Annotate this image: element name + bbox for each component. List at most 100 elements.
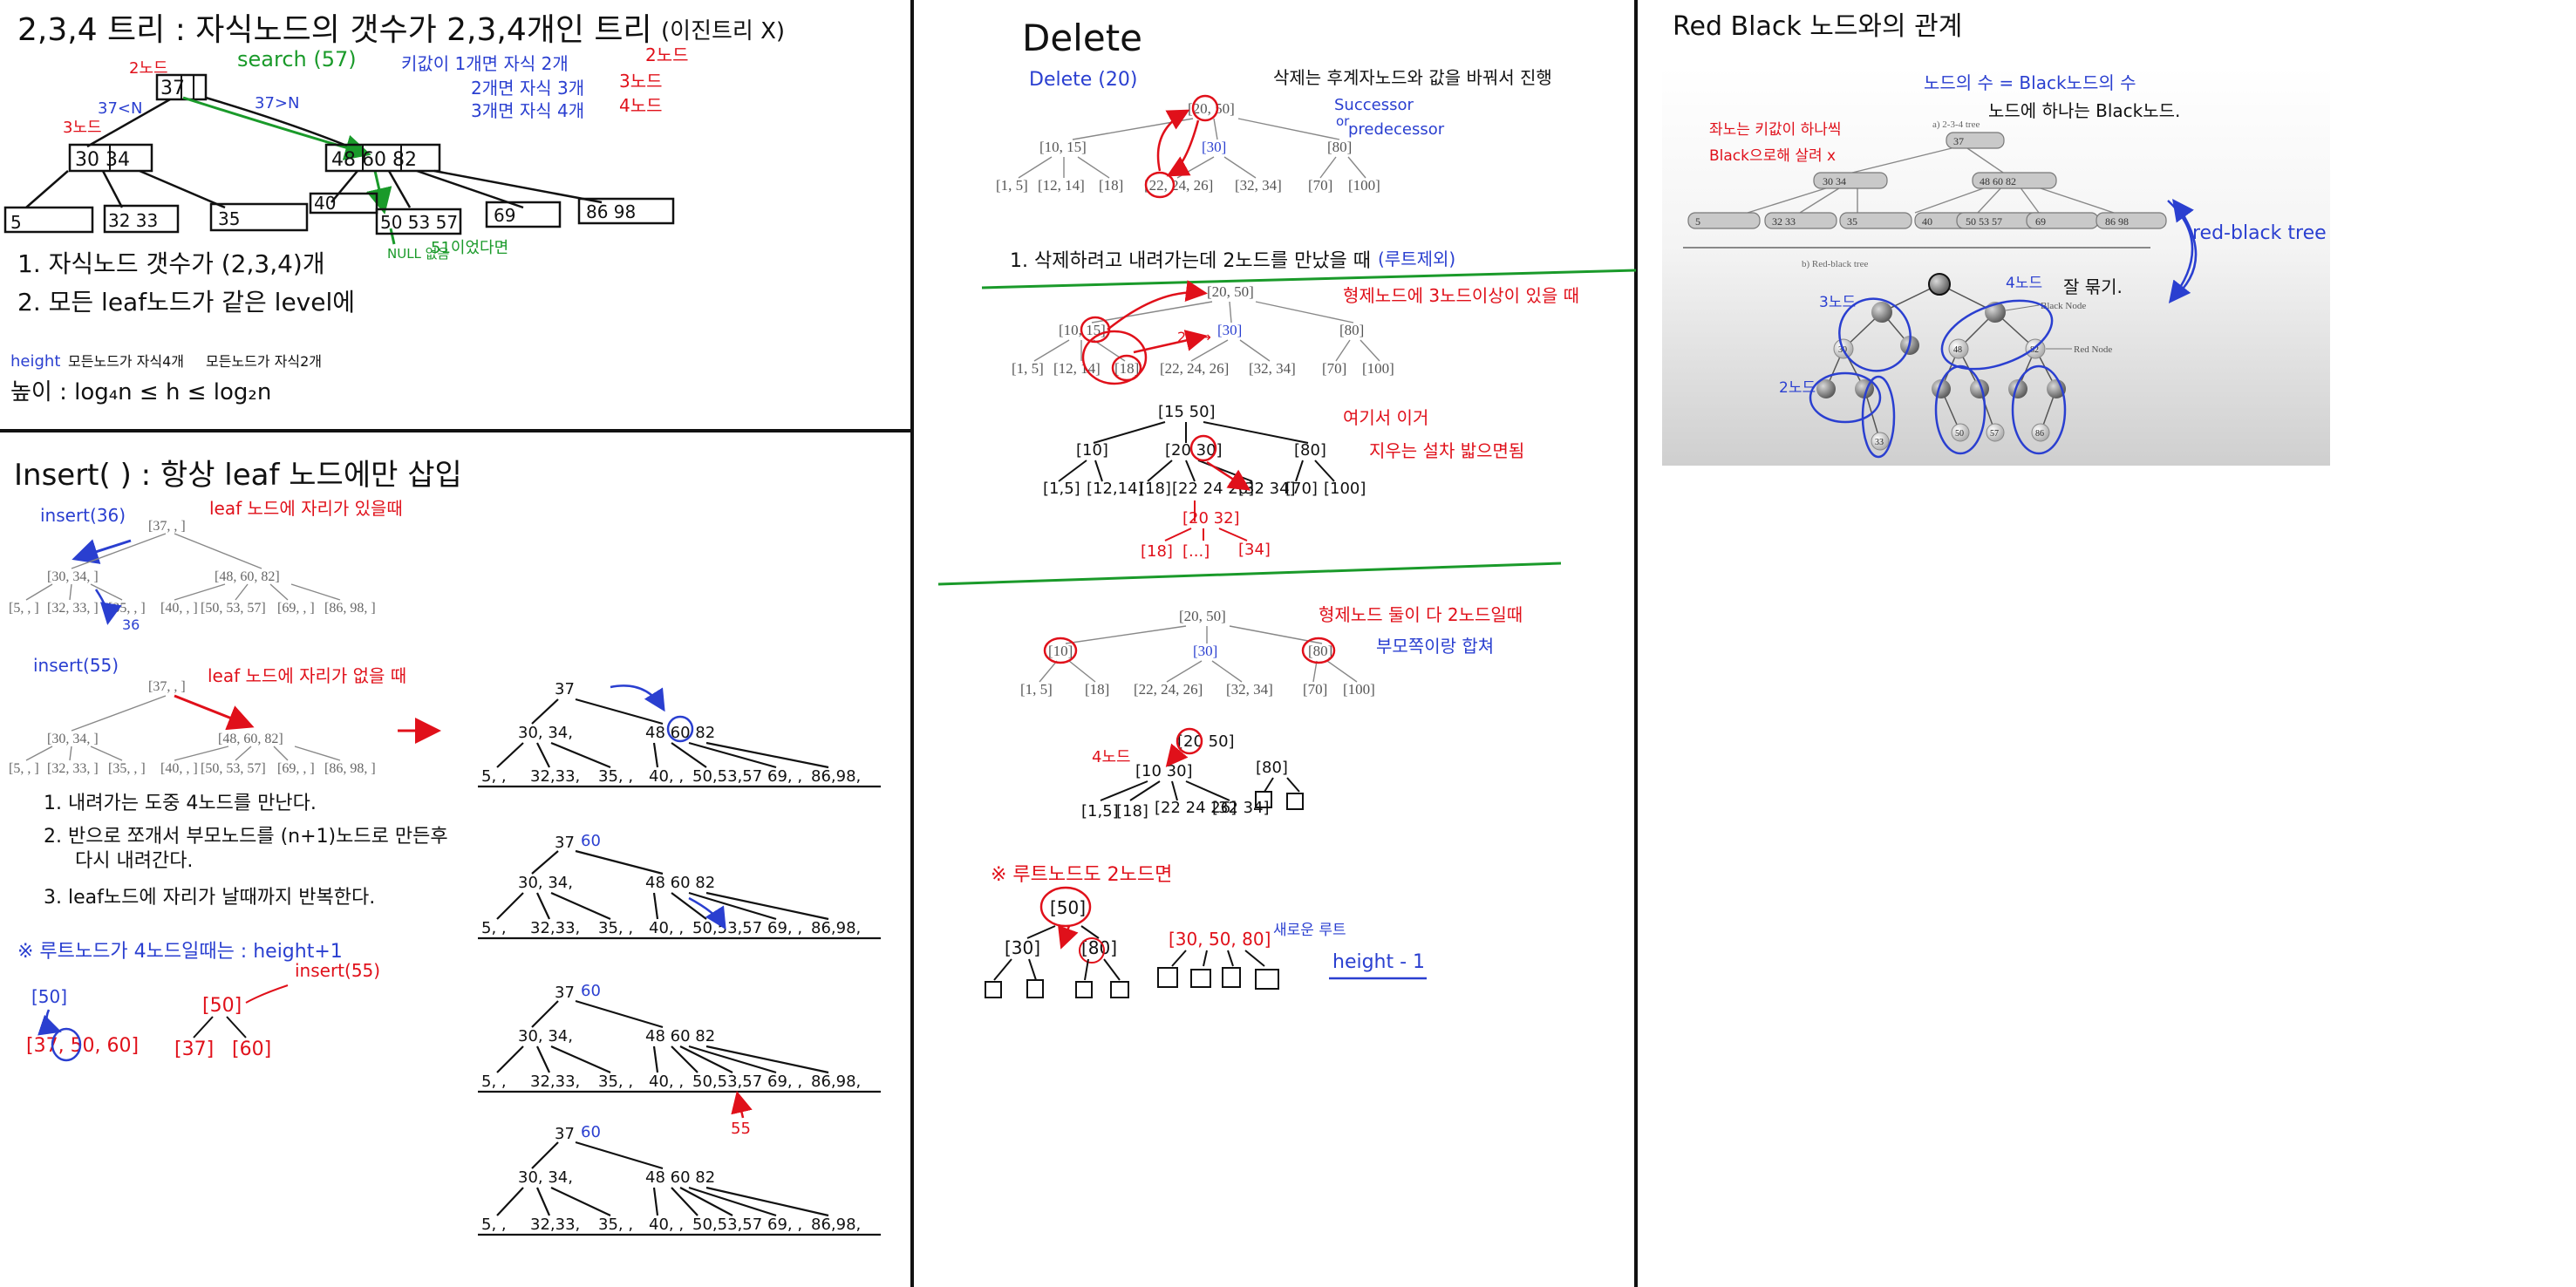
svg-text:[40, , ]: [40, , ] — [160, 601, 198, 616]
svg-text:[34]: [34] — [1238, 541, 1271, 559]
svg-text:삭제는 후계자노드와 값을 바꿔서 진행: 삭제는 후계자노드와 값을 바꿔서 진행 — [1273, 67, 1552, 88]
svg-text:[35, , ]: [35, , ] — [108, 601, 146, 616]
rule-2: 2. 모든 leaf노드가 같은 level에 — [17, 288, 355, 317]
svg-text:32,33,: 32,33, — [530, 767, 580, 786]
svg-text:50,53,57: 50,53,57 — [692, 1072, 762, 1091]
svg-text:37: 37 — [160, 78, 185, 99]
svg-text:1. 삭제하려고 내려가는데 2노드를 만났을 때: 1. 삭제하려고 내려가는데 2노드를 만났을 때 — [1010, 250, 1371, 272]
svg-text:60: 60 — [581, 1123, 601, 1141]
rule-1: 1. 자식노드 갯수가 (2,3,4)개 — [17, 249, 325, 278]
svg-text:35: 35 — [218, 208, 240, 229]
svg-text:모든노드가 자식4개: 모든노드가 자식4개 — [68, 353, 184, 370]
svg-text:[1,5]: [1,5] — [1081, 802, 1119, 821]
svg-text:[32, 34]: [32, 34] — [1249, 360, 1296, 377]
svg-text:a) 2-3-4 tree: a) 2-3-4 tree — [1932, 119, 1980, 130]
svg-text:[10]: [10] — [1076, 441, 1108, 460]
svg-text:48 60 82: 48 60 82 — [645, 724, 715, 742]
svg-text:[30, 34, ]: [30, 34, ] — [47, 569, 99, 584]
svg-text:86 98: 86 98 — [2105, 215, 2129, 228]
svg-text:predecessor: predecessor — [1348, 120, 1445, 139]
svg-text:Black Node: Black Node — [2041, 301, 2086, 311]
svg-text:[50]: [50] — [202, 995, 242, 1017]
svg-text:[37, , ]: [37, , ] — [148, 679, 186, 694]
svg-text:[86, 98, ]: [86, 98, ] — [324, 601, 376, 616]
svg-text:82: 82 — [2030, 345, 2039, 355]
svg-text:[70]: [70] — [1308, 177, 1332, 194]
svg-text:[...]: [...] — [1182, 542, 1210, 561]
insert-step-2a: 2. 반으로 쪼개서 부모노드를 (n+1)노드로 만든후 — [44, 826, 448, 848]
svg-text:5, ,: 5, , — [481, 767, 507, 786]
svg-text:2노드: 2노드 — [1779, 379, 1816, 397]
svg-text:지우는 설차 밟으면됨: 지우는 설차 밟으면됨 — [1369, 440, 1524, 461]
insert-tree-1: [37, , ] [30, 34, ] [48, 60, 82] [5, , ]… — [9, 519, 376, 616]
svg-text:[5, , ]: [5, , ] — [9, 761, 39, 776]
svg-text:[32, 33, ]: [32, 33, ] — [47, 601, 99, 616]
svg-text:2노드: 2노드 — [129, 59, 168, 78]
insert-tree-2: [37, , ] [30, 34, ] [48, 60, 82] [5, , ]… — [9, 679, 376, 776]
svg-text:[20 50]: [20 50] — [1177, 732, 1235, 751]
svg-text:모든노드가 자식2개: 모든노드가 자식2개 — [206, 353, 322, 370]
svg-text:leaf 노드에 자리가 없을 때: leaf 노드에 자리가 없을 때 — [208, 665, 406, 686]
svg-text:48: 48 — [1953, 345, 1962, 355]
svg-text:48 60 82: 48 60 82 — [331, 149, 417, 171]
svg-text:86,98,: 86,98, — [811, 919, 861, 937]
svg-text:형제노드에 3노드이상이 있을 때: 형제노드에 3노드이상이 있을 때 — [1343, 285, 1579, 306]
insert-step-1: 1. 내려가는 도중 4노드를 만난다. — [44, 793, 317, 814]
svg-text:[12, 14]: [12, 14] — [1053, 360, 1101, 377]
svg-text:2개면 자식 3개: 2개면 자식 3개 — [471, 78, 584, 99]
svg-text:[69, , ]: [69, , ] — [277, 761, 315, 776]
svg-text:[70]: [70] — [1285, 480, 1318, 498]
svg-text:[18]: [18] — [1085, 681, 1109, 698]
key-count-note: 키값이 1개면 자식 2개 2개면 자식 3개 3개면 자식 4개 2노드 3노… — [401, 44, 689, 121]
svg-text:5: 5 — [10, 212, 22, 233]
svg-text:37: 37 — [555, 680, 575, 698]
insert-step-2b: 다시 내려간다. — [75, 850, 193, 872]
svg-text:[18]: [18] — [1139, 480, 1171, 498]
svg-text:32 33: 32 33 — [1772, 215, 1796, 228]
svg-text:69, ,: 69, , — [767, 919, 802, 937]
svg-text:37: 37 — [555, 834, 575, 852]
svg-text:40: 40 — [1922, 215, 1932, 228]
svg-text:48 60 82: 48 60 82 — [645, 874, 715, 892]
svg-text:[1, 5]: [1, 5] — [1020, 681, 1053, 698]
svg-text:[70]: [70] — [1322, 360, 1346, 377]
svg-text:3노드: 3노드 — [619, 71, 663, 92]
height-formula: 높이 : log₄n ≤ h ≤ log₂n — [10, 379, 271, 405]
svg-text:[86, 98, ]: [86, 98, ] — [324, 761, 376, 776]
panel3-title: Delete — [1022, 17, 1142, 59]
svg-text:86,98,: 86,98, — [811, 1216, 861, 1234]
svg-text:[30]: [30] — [1217, 322, 1242, 338]
svg-text:4노드: 4노드 — [619, 95, 663, 116]
svg-text:[40, , ]: [40, , ] — [160, 761, 198, 776]
svg-text:[20, 50]: [20, 50] — [1179, 608, 1226, 624]
svg-text:[22, 24, 26]: [22, 24, 26] — [1144, 177, 1213, 194]
svg-text:여기서 이거: 여기서 이거 — [1343, 407, 1428, 428]
panel1-title-note: (이진트리 X) — [661, 18, 785, 44]
svg-text:[18]: [18] — [1116, 802, 1148, 821]
svg-text:[18]: [18] — [1114, 360, 1139, 377]
svg-text:50,53,57: 50,53,57 — [692, 1216, 762, 1234]
svg-text:[30]: [30] — [1202, 139, 1226, 155]
svg-text:(루트제외): (루트제외) — [1378, 249, 1455, 269]
svg-text:3노드: 3노드 — [63, 119, 102, 137]
svg-text:[18]: [18] — [1141, 542, 1173, 561]
delete-tree-b: [20, 50] [10, 15] [30] [80] [1, 5] [12, … — [1012, 283, 1394, 377]
svg-text:b) Red-black tree: b) Red-black tree — [1802, 259, 1868, 269]
svg-text:69, ,: 69, , — [767, 767, 802, 786]
svg-text:[1, 5]: [1, 5] — [1012, 360, 1044, 377]
svg-text:[12,14]: [12,14] — [1087, 480, 1144, 498]
svg-text:[22, 24, 26]: [22, 24, 26] — [1160, 360, 1229, 377]
svg-text:30, 34,: 30, 34, — [518, 724, 573, 742]
svg-text:[80]: [80] — [1308, 643, 1332, 659]
svg-text:[1,5]: [1,5] — [1043, 480, 1080, 498]
panel2-title: Insert( ) : 항상 leaf 노드에만 삽입 — [14, 458, 462, 493]
svg-text:69: 69 — [494, 205, 515, 226]
svg-text:37>N: 37>N — [255, 94, 299, 112]
svg-text:32 33: 32 33 — [108, 210, 158, 231]
svg-text:48 60 82: 48 60 82 — [645, 1168, 715, 1187]
svg-text:51이었다면: 51이었다면 — [431, 239, 508, 257]
svg-text:노드에 하나는 Black노드.: 노드에 하나는 Black노드. — [1988, 100, 2180, 121]
svg-text:50: 50 — [1955, 429, 1964, 439]
svg-text:[80]: [80] — [1339, 322, 1364, 338]
svg-text:[30]: [30] — [1193, 643, 1217, 659]
